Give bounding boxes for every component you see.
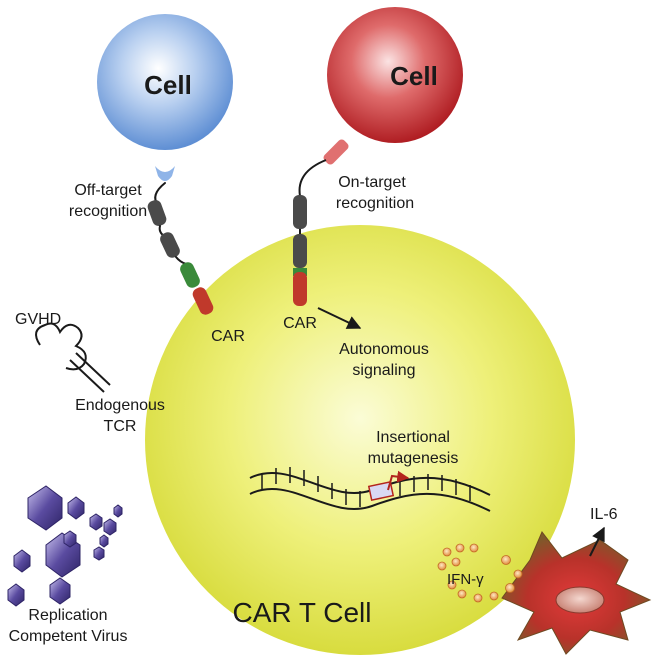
endogenous-label-line1: Endogenous <box>75 397 165 414</box>
ifn-gamma-particles <box>437 543 523 603</box>
autonomous-signaling-arrow <box>317 307 362 329</box>
autonomous-label-line1: Autonomous <box>339 341 429 358</box>
on-target-antigen <box>323 139 349 165</box>
on-target-label-line2: recognition <box>336 195 414 212</box>
blue-cell-label: Cell <box>144 70 192 100</box>
off-target-label-line2: recognition <box>69 203 147 220</box>
insertion-site <box>367 480 395 502</box>
off-target-cell <box>97 14 233 181</box>
red-cell-label: Cell <box>390 61 438 91</box>
il6-label: IL-6 <box>590 506 618 523</box>
gvhd-label: GVHD <box>15 311 61 328</box>
car-receptor-left <box>147 182 214 315</box>
replication-label-line2: Competent Virus <box>9 628 128 645</box>
car-t-cell-label: CAR T Cell <box>232 597 371 628</box>
endogenous-tcr <box>35 322 111 393</box>
on-target-label-line1: On-target <box>338 174 406 191</box>
on-target-cell <box>323 7 463 165</box>
macrophage <box>501 531 652 655</box>
replication-competent-virus <box>7 485 123 607</box>
ifn-label: IFN-γ <box>447 571 484 588</box>
endogenous-label-line2: TCR <box>104 418 137 435</box>
insertion-arrow <box>387 470 410 491</box>
car-label-left: CAR <box>211 328 245 345</box>
il6-arrow <box>589 526 605 557</box>
autonomous-label-line2: signaling <box>352 362 415 379</box>
insertional-label-line2: mutagenesis <box>368 450 459 467</box>
car-receptor-right <box>293 159 327 306</box>
insertional-label-line1: Insertional <box>376 429 450 446</box>
off-target-label-line1: Off-target <box>74 182 142 199</box>
macrophage-nucleus <box>555 586 605 614</box>
replication-label-line1: Replication <box>28 607 107 624</box>
car-label-right: CAR <box>283 315 317 332</box>
car-t-cell <box>145 225 575 655</box>
off-target-antigen <box>155 166 175 181</box>
